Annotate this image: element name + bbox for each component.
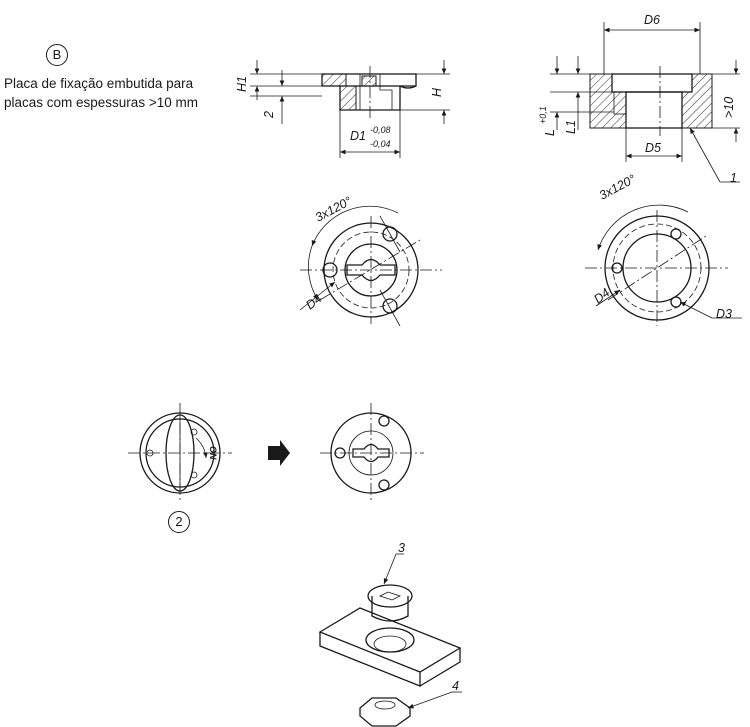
dim-d3: D3	[716, 307, 732, 321]
caption-line-1: Placa de fixação embutida para	[4, 76, 194, 91]
part-3-label: 3	[398, 541, 405, 555]
step-after-view	[320, 403, 424, 503]
part-4-label: 4	[452, 679, 459, 693]
step-badge: 2	[168, 511, 190, 533]
dim-angle-left: 3x120°	[313, 194, 354, 225]
dim-gt10: >10	[722, 97, 736, 118]
dim-d1-tol-upper: -0,08	[370, 125, 391, 135]
dim-h: H	[430, 87, 444, 97]
installed-section-view	[550, 22, 740, 183]
isometric-assembly-view	[318, 553, 462, 727]
step-before-view	[128, 403, 232, 503]
dim-angle-right: 3x120°	[597, 172, 638, 203]
part-1-label: 1	[730, 171, 737, 185]
on-mark: ON	[208, 446, 218, 460]
dim-d6: D6	[644, 13, 660, 27]
dim-l-tol: +0,1	[538, 106, 548, 124]
dim-2: 2	[262, 111, 276, 119]
bore-top-view	[585, 204, 742, 326]
dim-l1: L1	[564, 120, 578, 134]
dim-d1: D1	[350, 129, 366, 143]
side-section-view	[250, 60, 450, 158]
dim-d4-left: D4	[303, 291, 324, 312]
variant-badge: B	[46, 44, 68, 66]
insert-top-view	[299, 205, 442, 327]
arrow-right-icon	[268, 440, 290, 466]
dim-l: L	[543, 129, 557, 136]
dim-d5: D5	[645, 141, 661, 155]
dim-h1: H1	[235, 76, 249, 92]
caption-line-2: placas com espessuras >10 mm	[4, 95, 198, 110]
dim-d1-tol-lower: -0,04	[370, 139, 391, 149]
